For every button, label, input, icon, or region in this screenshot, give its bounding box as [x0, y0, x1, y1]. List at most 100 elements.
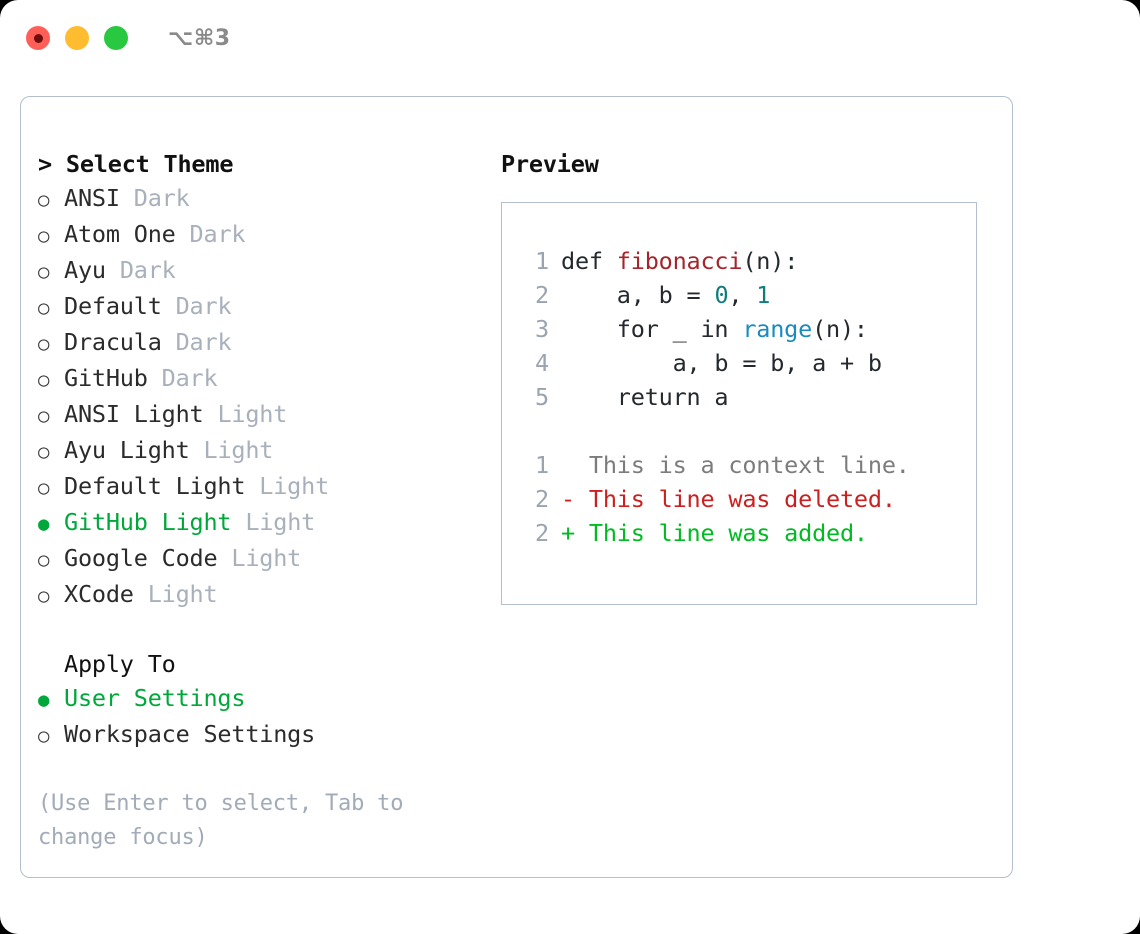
minimize-window-button[interactable] [65, 26, 89, 50]
diff-content: This is a context line. [588, 451, 910, 479]
preview-box: 1 def fibonacci(n): 2 a, b = 0, 1 3 for … [501, 202, 977, 605]
apply-to-label: User Settings [64, 684, 246, 712]
radio-icon: ○ [38, 369, 50, 391]
theme-name: Default Light [64, 472, 246, 500]
theme-selection-column: > Select Theme ○ ANSI Dark ○ Atom One Da… [38, 147, 488, 855]
main-panel: > Select Theme ○ ANSI Dark ○ Atom One Da… [20, 96, 1013, 878]
close-window-button[interactable] [26, 26, 50, 50]
theme-name: Default [64, 292, 162, 320]
radio-icon: ○ [38, 261, 50, 283]
theme-name: XCode [64, 580, 134, 608]
theme-variant: Light [245, 508, 316, 536]
radio-icon: ○ [38, 477, 50, 499]
radio-icon: ○ [38, 585, 50, 607]
apply-to-list: ● User Settings ○ Workspace Settings [38, 681, 488, 753]
line-number: 2 [535, 519, 549, 547]
line-number: 2 [535, 281, 549, 309]
code-diff-spacer [519, 414, 968, 448]
radio-icon: ○ [38, 189, 50, 211]
theme-name: ANSI Light [64, 400, 204, 428]
close-icon [33, 33, 43, 43]
code-content: a, b = b, a + b [561, 349, 882, 377]
preview-column: Preview 1 def fibonacci(n): 2 a, b = 0, … [501, 147, 1001, 605]
list-item[interactable]: ○ ANSI Light Light [38, 397, 488, 433]
keyboard-shortcut-label: ⌥⌘3 [168, 25, 231, 51]
radio-icon: ○ [38, 549, 50, 571]
list-item[interactable]: ○ Ayu Dark [38, 253, 488, 289]
list-item[interactable]: ○ Default Dark [38, 289, 488, 325]
code-content: a, b = 0, 1 [561, 281, 771, 309]
code-sample: 1 def fibonacci(n): 2 a, b = 0, 1 3 for … [519, 244, 968, 550]
window-controls [26, 26, 128, 50]
theme-variant: Light [259, 472, 330, 500]
diff-marker: - [561, 485, 589, 513]
theme-variant: Dark [119, 256, 176, 284]
code-line: 3 for _ in range(n): [519, 312, 968, 346]
diff-content: This line was added. [588, 519, 868, 547]
theme-variant: Light [217, 400, 288, 428]
line-number: 5 [535, 383, 549, 411]
diff-line-added: 2 + This line was added. [519, 516, 968, 550]
token-number: 1 [756, 281, 771, 309]
apply-to-label: Workspace Settings [64, 720, 316, 748]
token-function: fibonacci [616, 247, 743, 275]
code-line: 4 a, b = b, a + b [519, 346, 968, 380]
theme-name: Atom One [64, 220, 176, 248]
diff-line-context: 1 This is a context line. [519, 448, 968, 482]
code-line: 5 return a [519, 380, 968, 414]
list-item[interactable]: ○ Dracula Dark [38, 325, 488, 361]
theme-name: GitHub Light [64, 508, 232, 536]
radio-icon: ○ [38, 297, 50, 319]
theme-variant: Light [231, 544, 302, 572]
diff-marker [561, 448, 589, 482]
token-number: 0 [714, 281, 729, 309]
theme-name: Ayu Light [64, 436, 190, 464]
list-item[interactable]: ○ Google Code Light [38, 541, 488, 577]
line-number: 2 [535, 485, 549, 513]
code-line: 1 def fibonacci(n): [519, 244, 968, 278]
radio-icon-selected: ● [38, 689, 50, 711]
theme-variant: Light [203, 436, 274, 464]
code-content: def fibonacci(n): [561, 247, 799, 275]
line-number: 1 [535, 247, 549, 275]
token-builtin: range [742, 315, 813, 343]
list-item[interactable]: ○ Default Light Light [38, 469, 488, 505]
code-content: return a [561, 383, 729, 411]
theme-name: ANSI [64, 184, 120, 212]
list-spacer [38, 613, 488, 647]
theme-variant: Dark [133, 184, 190, 212]
radio-icon-selected: ● [38, 513, 50, 535]
list-item-selected[interactable]: ● GitHub Light Light [38, 505, 488, 541]
list-item[interactable]: ○ Workspace Settings [38, 717, 488, 753]
diff-line-deleted: 2 - This line was deleted. [519, 482, 968, 516]
radio-icon: ○ [38, 441, 50, 463]
theme-variant: Dark [189, 220, 246, 248]
title-bar: ⌥⌘3 [0, 0, 1140, 76]
theme-list: ○ ANSI Dark ○ Atom One Dark ○ Ayu Dark [38, 181, 488, 613]
theme-name: Dracula [64, 328, 162, 356]
theme-variant: Light [147, 580, 218, 608]
line-number: 3 [535, 315, 549, 343]
maximize-window-button[interactable] [104, 26, 128, 50]
list-item[interactable]: ○ GitHub Dark [38, 361, 488, 397]
list-item[interactable]: ○ Atom One Dark [38, 217, 488, 253]
line-number: 1 [535, 451, 549, 479]
theme-variant: Dark [175, 292, 232, 320]
theme-variant: Dark [161, 364, 218, 392]
radio-icon: ○ [38, 225, 50, 247]
theme-variant: Dark [175, 328, 232, 356]
preview-heading: Preview [501, 150, 599, 178]
list-item[interactable]: ○ ANSI Dark [38, 181, 488, 217]
list-item[interactable]: ○ XCode Light [38, 577, 488, 613]
list-item[interactable]: ○ Ayu Light Light [38, 433, 488, 469]
select-theme-heading: > Select Theme [38, 150, 234, 178]
radio-icon: ○ [38, 725, 50, 747]
keyboard-hint-text: (Use Enter to select, Tab to change focu… [38, 791, 404, 850]
diff-marker: + [561, 519, 589, 547]
list-item-selected[interactable]: ● User Settings [38, 681, 488, 717]
radio-icon: ○ [38, 405, 50, 427]
apply-to-heading: Apply To [64, 650, 176, 678]
code-content: for _ in range(n): [561, 315, 868, 343]
code-line: 2 a, b = 0, 1 [519, 278, 968, 312]
